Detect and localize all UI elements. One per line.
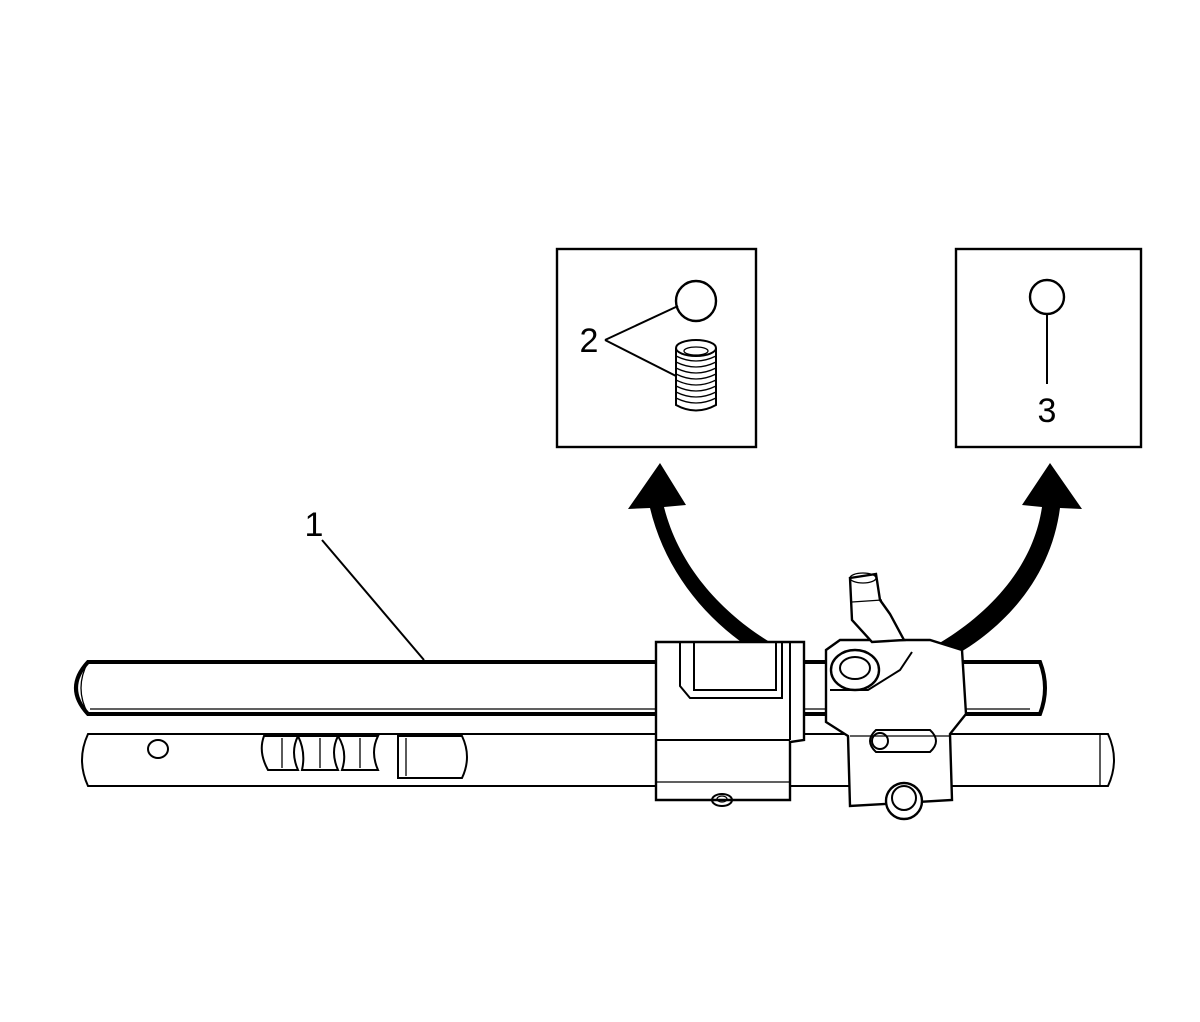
leader-1 <box>321 539 425 661</box>
detail-box-ball: 3 <box>954 247 1143 449</box>
callout-1: 1 <box>305 506 324 544</box>
interlock-ball-icon <box>1028 278 1066 316</box>
shift-shaft-assembly <box>74 572 1115 821</box>
leader-2-ball <box>604 305 679 341</box>
housing-bolt-icon <box>884 781 924 821</box>
detent-notches <box>260 735 380 771</box>
arrow-to-box-2-icon <box>628 463 845 686</box>
lower-shift-rail <box>81 733 1115 787</box>
shift-lever-housing <box>824 572 968 821</box>
detail-box-ball-spring: 2 <box>555 247 758 449</box>
rail-hole-icon <box>147 739 169 759</box>
callout-3: 3 <box>1038 392 1057 430</box>
callout-2: 2 <box>580 322 599 360</box>
leader-2-spring <box>604 339 677 377</box>
detent-spring-icon <box>675 339 717 412</box>
arrow-to-box-3-icon <box>865 463 1082 686</box>
selector-block <box>654 640 806 807</box>
lever-slot-icon <box>869 729 937 753</box>
detent-ball-icon <box>674 279 718 323</box>
block-screw-icon <box>711 793 733 807</box>
